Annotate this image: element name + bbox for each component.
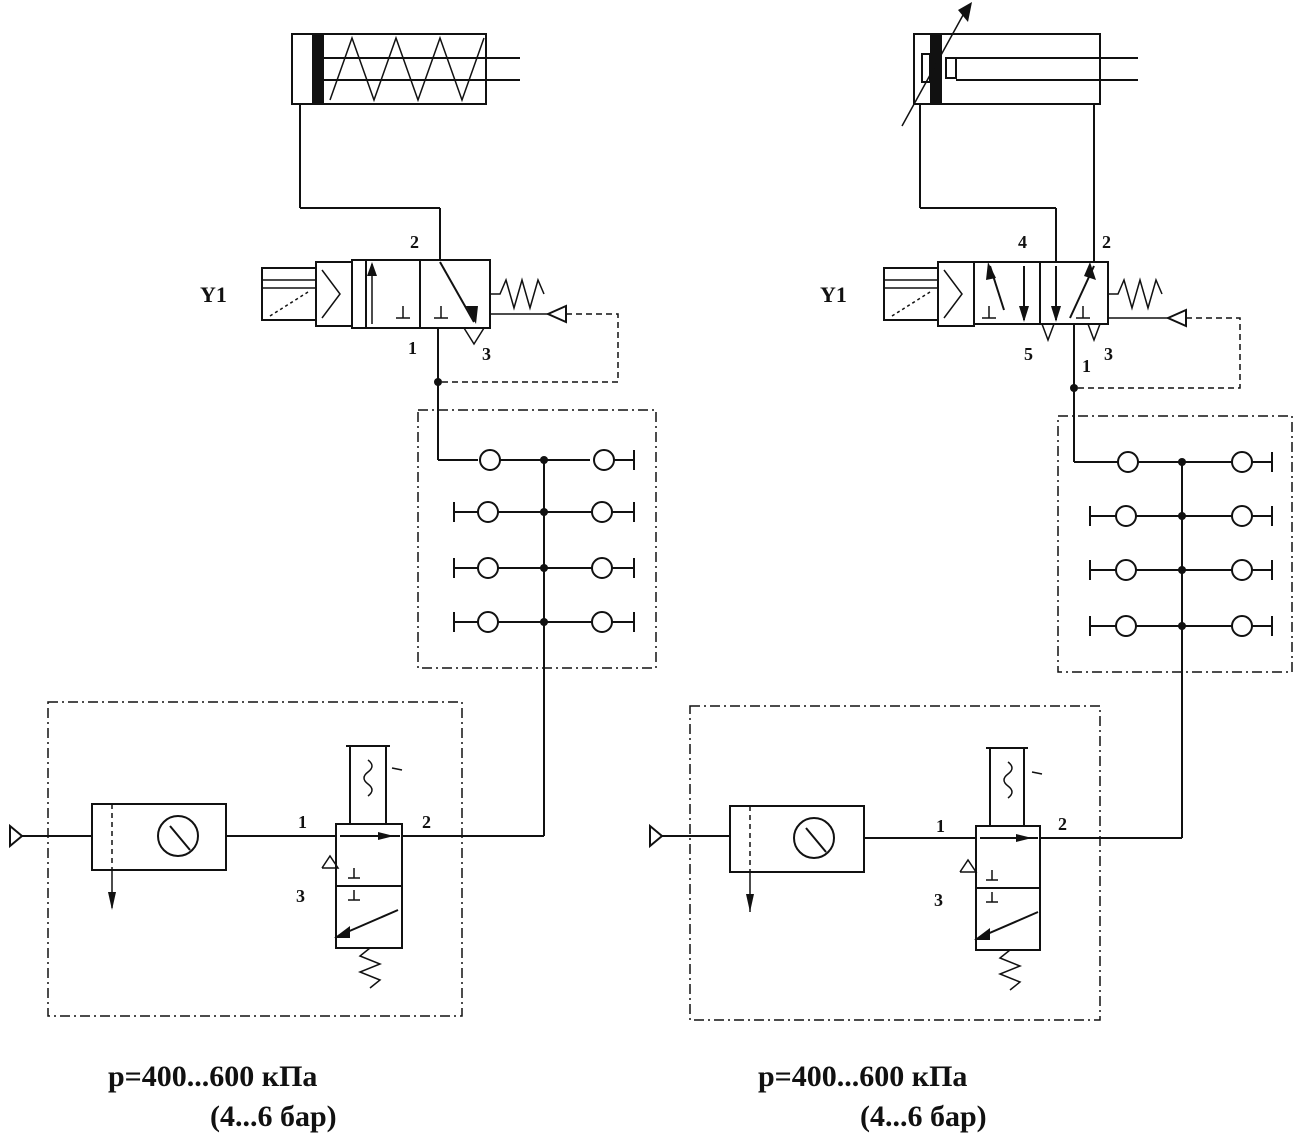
- right-port-4: 4: [1018, 232, 1027, 252]
- left-solenoid-valve: Y1 2 1 3: [200, 232, 567, 364]
- left-pressure-label: p=400...600 кПа: [108, 1060, 317, 1093]
- right-manifold: [1057, 415, 1293, 838]
- right-pressure-label: p=400...600 кПа: [758, 1060, 967, 1093]
- left-cylinder: [291, 33, 520, 260]
- left-service-port-1: 1: [298, 812, 307, 832]
- left-port-2: 2: [410, 232, 419, 252]
- right-service-port-1: 1: [936, 816, 945, 836]
- right-cylinder: [901, 2, 1138, 262]
- right-service-port-2: 2: [1058, 814, 1067, 834]
- right-pressure-bar-label: (4...6 бар): [860, 1100, 987, 1133]
- left-service-port-2: 2: [422, 812, 431, 832]
- right-port-3: 3: [1104, 344, 1113, 364]
- right-port-2: 2: [1102, 232, 1111, 252]
- right-circuit: Y1: [649, 2, 1293, 1133]
- right-port-5: 5: [1024, 344, 1033, 364]
- left-manifold: [417, 409, 657, 836]
- right-solenoid-valve: Y1: [820, 232, 1187, 376]
- left-service-port-3: 3: [296, 886, 305, 906]
- right-service-unit: 1 2 3: [649, 705, 1182, 1021]
- left-circuit: Y1 2 1 3: [9, 33, 657, 1133]
- left-solenoid-label: Y1: [200, 282, 227, 307]
- left-service-unit: 1 2 3: [9, 701, 544, 1017]
- right-service-port-3: 3: [934, 890, 943, 910]
- left-port-1: 1: [408, 338, 417, 358]
- right-port-1: 1: [1082, 356, 1091, 376]
- left-pressure-bar-label: (4...6 бар): [210, 1100, 337, 1133]
- left-port-3: 3: [482, 344, 491, 364]
- right-solenoid-label: Y1: [820, 282, 847, 307]
